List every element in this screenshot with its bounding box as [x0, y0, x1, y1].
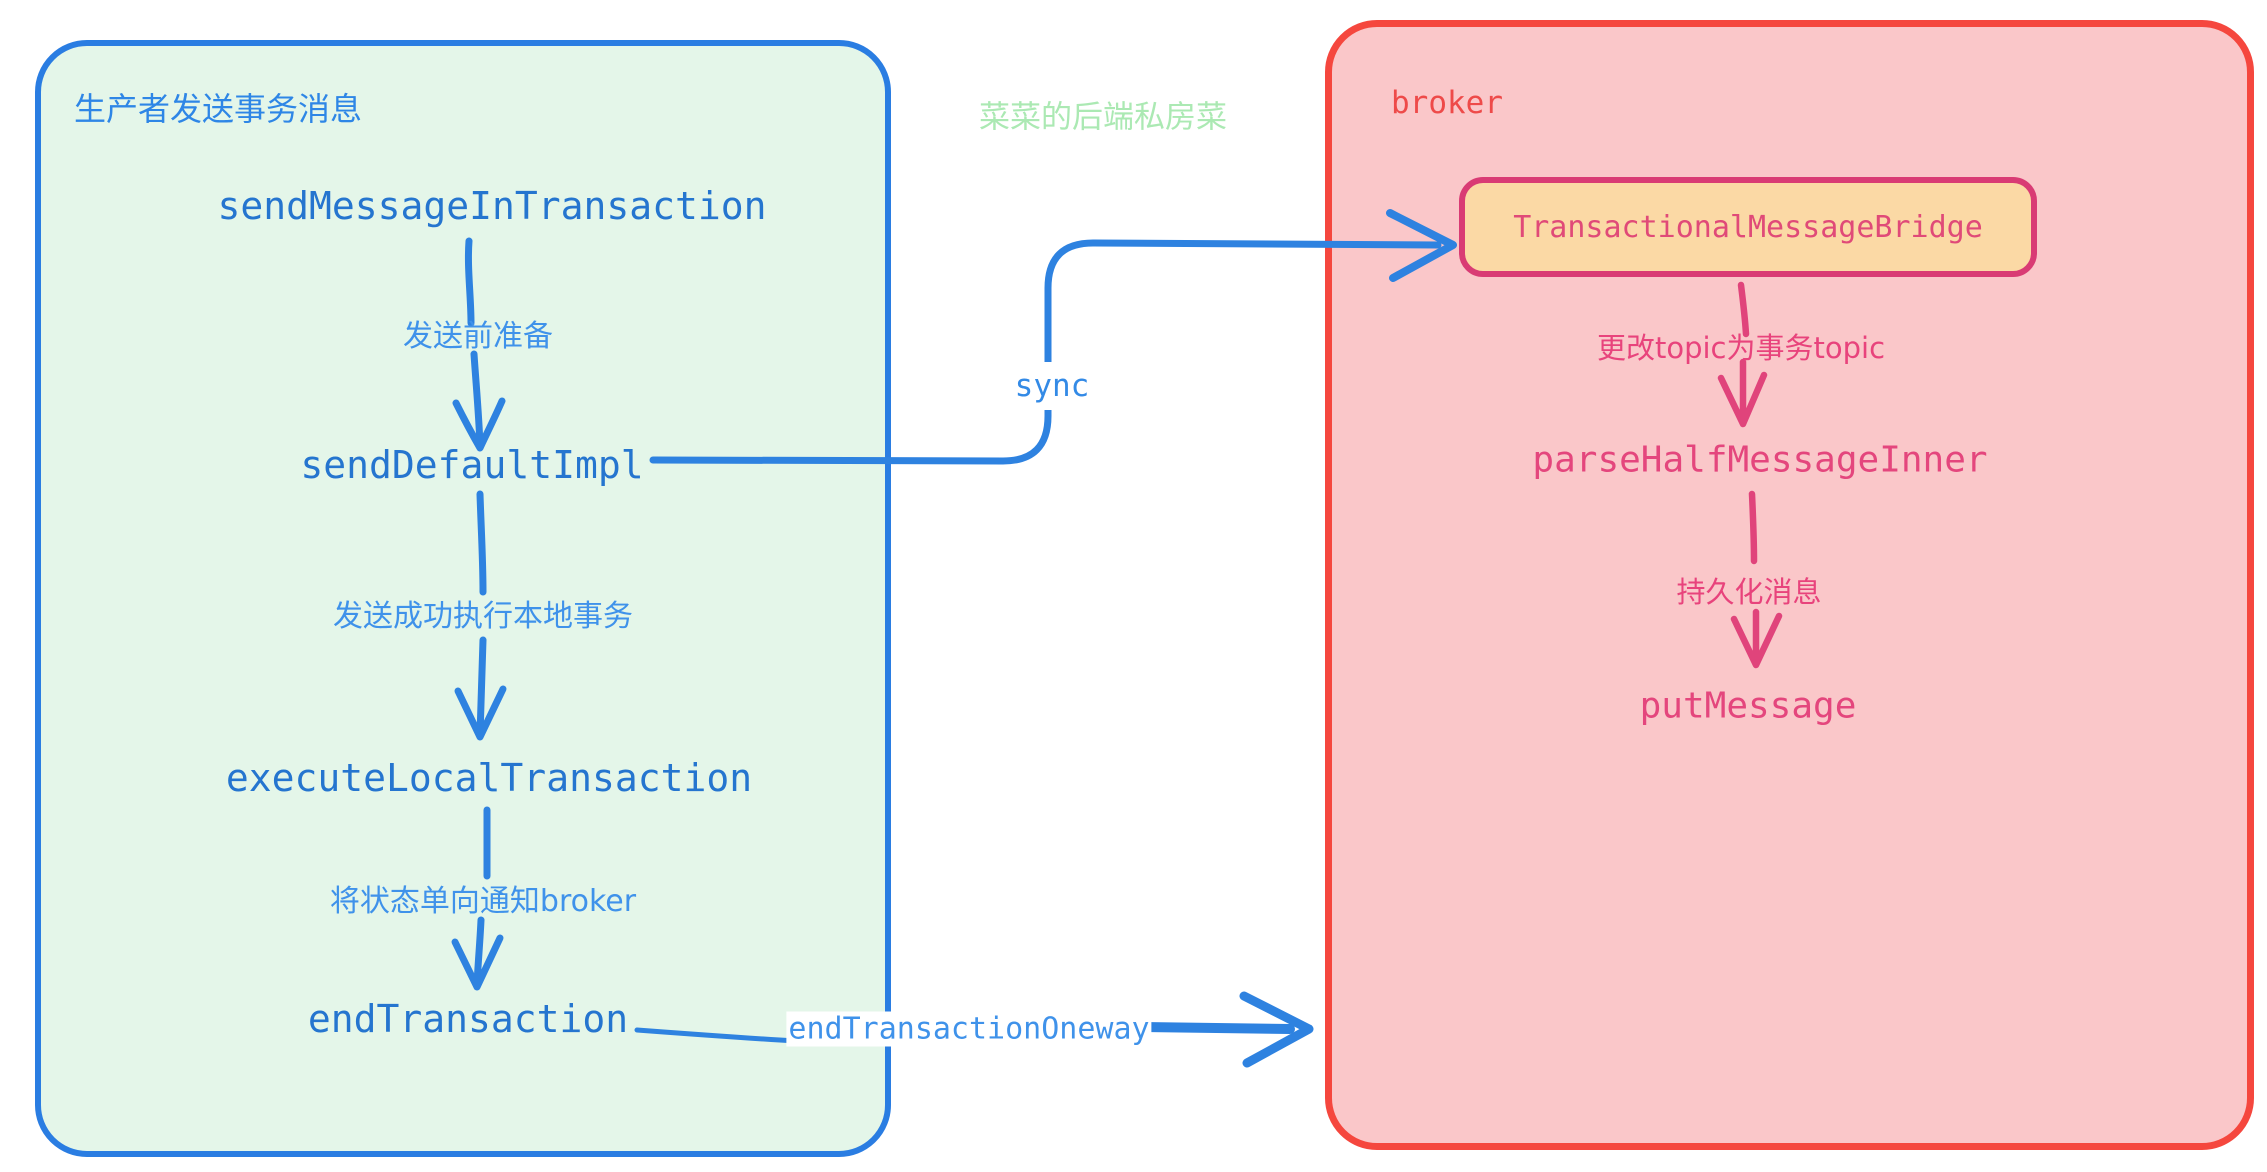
- node-execute-local-transaction: executeLocalTransaction: [225, 756, 753, 800]
- watermark-text: 菜菜的后端私房菜: [979, 99, 1227, 136]
- producer-box-title: 生产者发送事务消息: [74, 90, 363, 128]
- edge-label-change-topic: 更改topic为事务topic: [1596, 331, 1886, 365]
- edge-label-execute-local-after-success: 发送成功执行本地事务: [333, 599, 633, 634]
- arrow-right-icon: [1239, 991, 1314, 1068]
- node-parse-half-message-inner: parseHalfMessageInner: [1532, 439, 1988, 481]
- node-send-message-in-transaction: sendMessageInTransaction: [217, 184, 767, 228]
- node-send-default-impl: sendDefaultImpl: [300, 443, 644, 487]
- bridge-node-label: TransactionalMessageBridge: [1513, 209, 1983, 245]
- node-end-transaction: endTransaction: [307, 997, 629, 1041]
- edge-label-persist-message: 持久化消息: [1676, 575, 1822, 609]
- node-transactional-message-bridge: TransactionalMessageBridge: [1459, 177, 2037, 277]
- edge-label-prepare-before-send: 发送前准备: [403, 319, 553, 354]
- edge-label-oneway-notify-broker: 将状态单向通知broker: [329, 884, 637, 919]
- oneway-arrow-stem: [1137, 1022, 1295, 1034]
- oneway-connector-label: endTransactionOneway: [786, 1011, 1152, 1047]
- sync-connector-label: sync: [1012, 362, 1092, 410]
- broker-box-title: broker: [1391, 85, 1503, 121]
- node-put-message: putMessage: [1639, 685, 1857, 727]
